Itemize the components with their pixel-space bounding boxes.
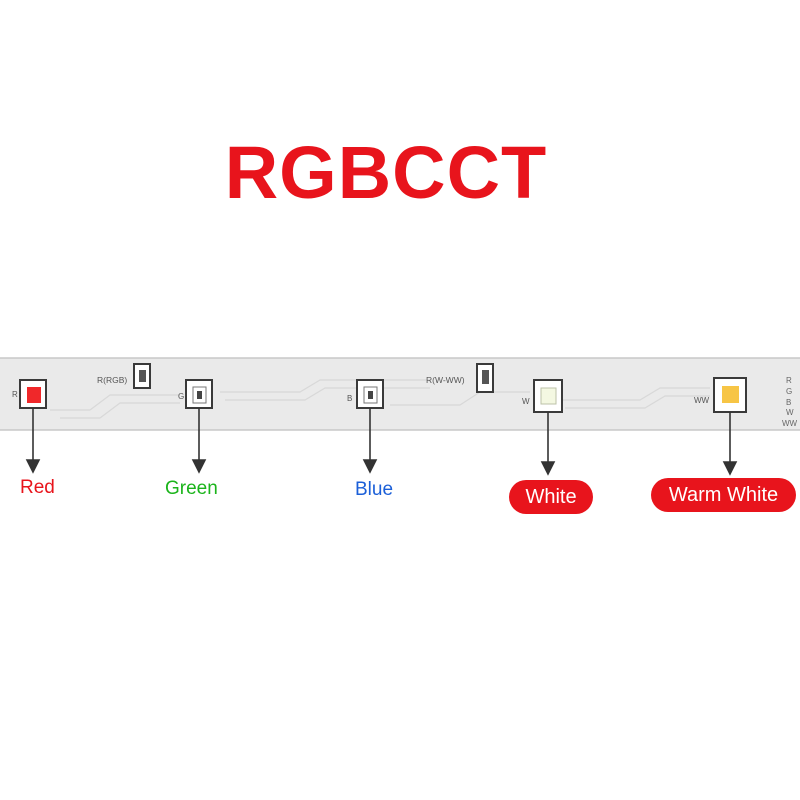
end-mark-b: B [786,398,791,407]
arrow-down-icon [540,412,556,476]
arrow-down-icon [722,412,738,476]
led-warm-white [713,377,747,413]
label-red: Red [20,477,55,498]
label-green: Green [165,478,218,499]
arrow-down-icon [191,408,207,474]
led-white [533,379,563,413]
strip-body [0,358,800,430]
g-mark: G [178,392,184,401]
led-red [19,379,47,409]
led-blue [356,379,384,409]
page-title: RGBCCT [224,131,548,214]
label-blue: Blue [355,479,394,500]
end-mark-r: R [786,376,792,385]
end-mark-ww: WW [782,419,798,428]
r-w-ww-mark: R(W-WW) [426,375,465,385]
b-mark: B [347,394,352,403]
resistor-rgb [133,363,151,389]
resistor-w-ww [476,363,494,393]
end-mark-w: W [786,408,794,417]
strip-end-marks: R G B W WW [782,376,798,428]
label-warm-white: Warm White [651,478,796,512]
led-green [185,379,213,409]
ww-mark: WW [694,396,710,405]
r-rgb-mark: R(RGB) [97,375,127,385]
end-mark-g: G [786,387,792,396]
arrow-down-icon [25,408,41,474]
w-mark: W [522,397,530,406]
r-mark: R [12,390,18,399]
label-white: White [509,480,593,514]
arrow-down-icon [362,408,378,474]
